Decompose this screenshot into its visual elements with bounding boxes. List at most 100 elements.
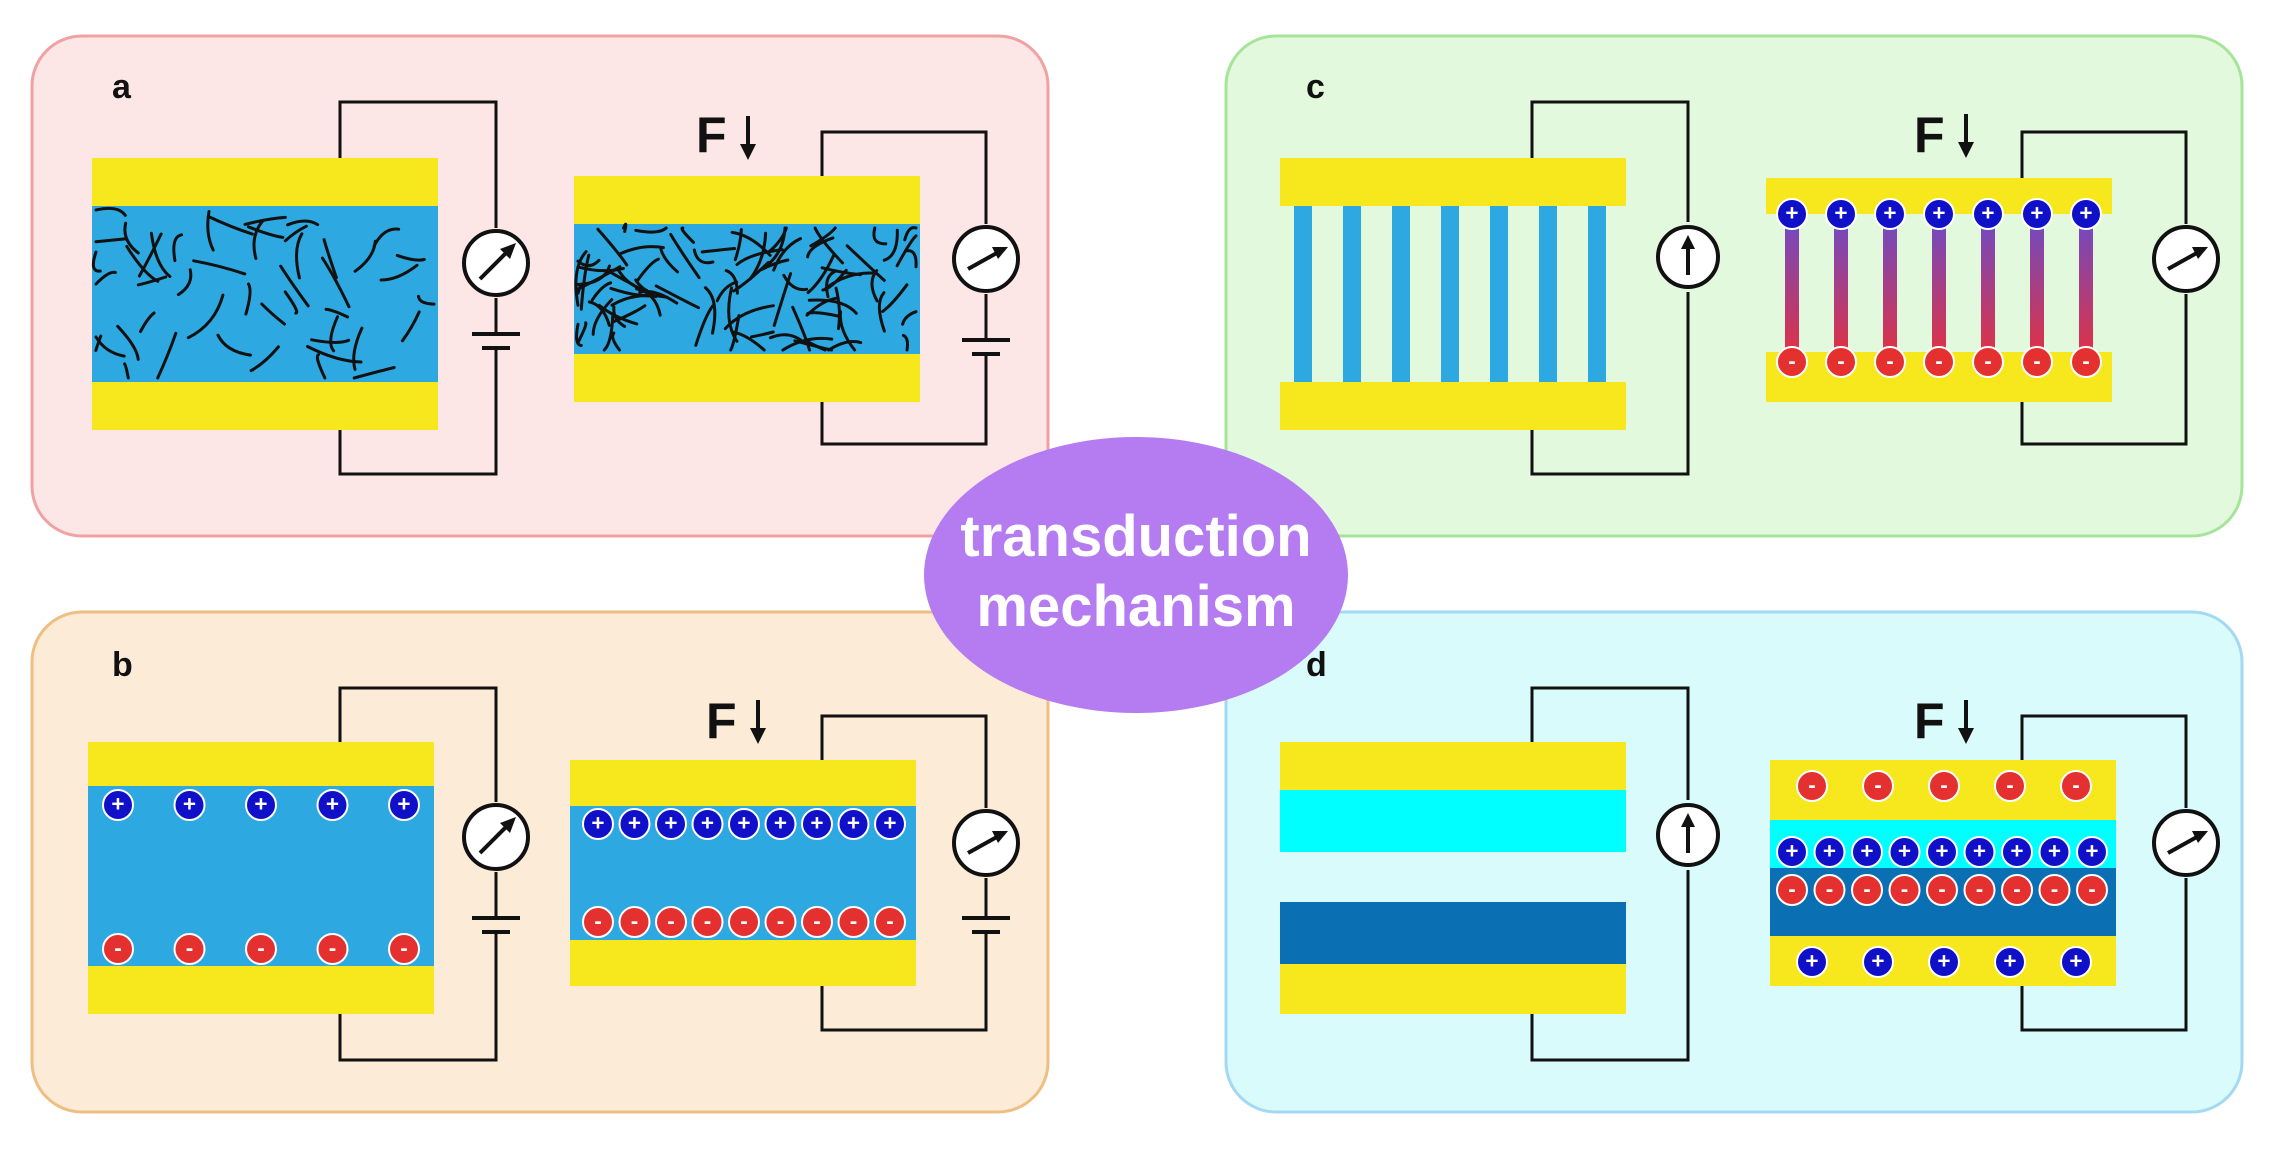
svg-text:+: + <box>664 810 677 835</box>
fiber <box>94 237 128 244</box>
svg-text:+: + <box>737 810 750 835</box>
svg-text:-: - <box>1808 772 1816 797</box>
fiber <box>767 226 788 254</box>
panel-d-circuit-separated <box>1530 686 1720 1062</box>
panel-d-label: d <box>1306 646 1327 684</box>
force-label: F <box>696 107 727 163</box>
fiber <box>760 258 790 271</box>
fiber <box>216 333 252 357</box>
svg-text:-: - <box>2072 772 2080 797</box>
fiber <box>320 256 351 309</box>
meter-icon <box>1656 225 1720 289</box>
svg-text:+: + <box>1932 200 1945 225</box>
positive-charge: + <box>1862 946 1894 978</box>
negative-charge: - <box>1776 346 1808 378</box>
svg-text:+: + <box>810 810 823 835</box>
meter-icon <box>1656 803 1720 867</box>
fiber <box>252 219 265 260</box>
fiber <box>895 234 918 268</box>
bottom-electrode <box>1280 382 1626 430</box>
meter-icon <box>952 225 1020 293</box>
wire <box>820 714 988 808</box>
negative-charge: - <box>728 906 760 938</box>
wire <box>1530 100 1690 222</box>
svg-text:-: - <box>1940 772 1948 797</box>
fiber <box>733 228 743 262</box>
svg-text:+: + <box>1935 838 1948 863</box>
piezo-pillar <box>1294 206 1312 382</box>
charge-layer-relaxed: +-+-+-+-+- <box>102 789 420 965</box>
svg-text:-: - <box>186 935 194 960</box>
force-label: F <box>1914 693 1945 749</box>
svg-text:-: - <box>813 908 821 933</box>
negative-charge: - <box>1874 346 1906 378</box>
fiber <box>372 227 401 248</box>
fiber <box>136 275 168 287</box>
force-label: F <box>706 693 737 749</box>
fiber <box>634 226 668 234</box>
fiber <box>176 268 193 297</box>
negative-charge: - <box>2070 346 2102 378</box>
positive-charge: + <box>618 808 651 840</box>
fiber <box>904 249 918 269</box>
positive-charge: + <box>1923 198 1955 230</box>
positive-charge: + <box>874 808 906 840</box>
wire <box>1530 870 1690 1062</box>
fiber <box>654 284 700 310</box>
negative-charge: - <box>655 906 687 938</box>
fiber <box>283 224 308 243</box>
fiber <box>782 273 809 292</box>
fiber <box>703 286 717 335</box>
polarized-pillar <box>1883 214 1897 364</box>
svg-text:+: + <box>1823 838 1836 863</box>
piezo-pillar <box>1588 206 1606 382</box>
svg-text:-: - <box>1901 876 1909 901</box>
negative-charge: - <box>1825 346 1857 378</box>
fiber <box>116 324 140 361</box>
svg-text:-: - <box>1886 348 1894 373</box>
force-indicator: F <box>706 693 766 749</box>
wire <box>1530 292 1690 476</box>
svg-text:+: + <box>1973 838 1986 863</box>
negative-charge: - <box>2038 874 2071 906</box>
positive-charge: + <box>1776 836 1808 868</box>
fiber <box>845 244 886 282</box>
fiber <box>91 250 102 273</box>
svg-text:-: - <box>1976 876 1984 901</box>
positive-charge: + <box>173 789 206 821</box>
positive-charge: + <box>1963 836 1996 868</box>
conductive-fiber-network-dense <box>574 222 918 352</box>
negative-charge: - <box>173 933 206 965</box>
polarized-pillar-array: +-+-+-+-+-+-+- <box>1776 198 2102 378</box>
piezo-pillar <box>1392 206 1410 382</box>
fiber <box>352 366 396 380</box>
svg-text:-: - <box>1935 348 1943 373</box>
force-indicator: F <box>696 107 756 163</box>
svg-text:-: - <box>1863 876 1871 901</box>
fiber <box>872 226 888 246</box>
positive-charge: + <box>2076 836 2108 868</box>
panel-b-label: b <box>112 646 133 684</box>
positive-charge: + <box>1928 946 1960 978</box>
positive-charge: + <box>728 808 760 840</box>
svg-text:+: + <box>1834 200 1847 225</box>
fiber <box>590 281 613 302</box>
svg-text:+: + <box>2010 838 2023 863</box>
positive-charge: + <box>2070 198 2102 230</box>
wire <box>338 348 498 476</box>
svg-text:-: - <box>2006 772 2014 797</box>
svg-text:+: + <box>591 810 604 835</box>
fiber <box>805 296 838 317</box>
fiber <box>249 345 280 373</box>
svg-text:+: + <box>1785 838 1798 863</box>
fiber <box>809 226 837 248</box>
piezo-pillar <box>1343 206 1361 382</box>
negative-charge: - <box>801 906 833 938</box>
fiber <box>692 248 715 265</box>
negative-charge: - <box>1851 874 1883 906</box>
panel-a-circuit-pressed <box>820 130 1020 446</box>
meter-icon <box>2152 809 2220 877</box>
wire <box>820 354 988 446</box>
fiber <box>172 233 184 263</box>
negative-charge: - <box>1963 874 1996 906</box>
